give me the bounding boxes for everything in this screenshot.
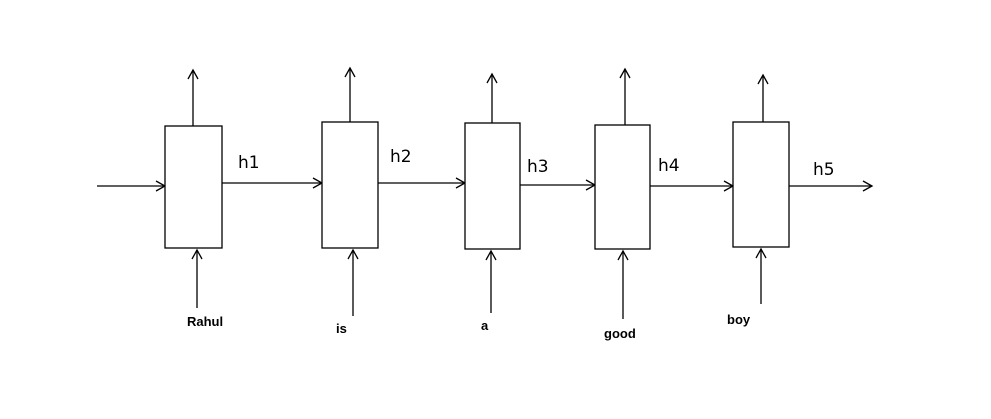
rnn-cell-5: boy bbox=[727, 73, 790, 327]
hidden-label-3: h3 bbox=[527, 157, 549, 177]
hidden-label-1: h1 bbox=[238, 153, 260, 173]
input-word: is bbox=[336, 321, 347, 336]
cell-box bbox=[164, 125, 223, 249]
input-word: Rahul bbox=[187, 314, 223, 329]
hidden-label-2: h2 bbox=[390, 147, 412, 167]
cell-box bbox=[594, 124, 651, 250]
rnn-cell-2: is bbox=[321, 66, 379, 336]
hidden-label-4: h4 bbox=[658, 156, 680, 176]
cell-box bbox=[321, 121, 379, 249]
input-word: a bbox=[481, 318, 489, 333]
rnn-cell-4: good bbox=[594, 67, 651, 341]
input-word: good bbox=[604, 326, 636, 341]
hidden-label-5: h5 bbox=[813, 160, 835, 180]
input-word: boy bbox=[727, 312, 751, 327]
rnn-cell-1: Rahul bbox=[164, 68, 223, 329]
rnn-cell-3: a bbox=[464, 72, 521, 333]
cell-box bbox=[732, 121, 790, 248]
cell-box bbox=[464, 122, 521, 250]
